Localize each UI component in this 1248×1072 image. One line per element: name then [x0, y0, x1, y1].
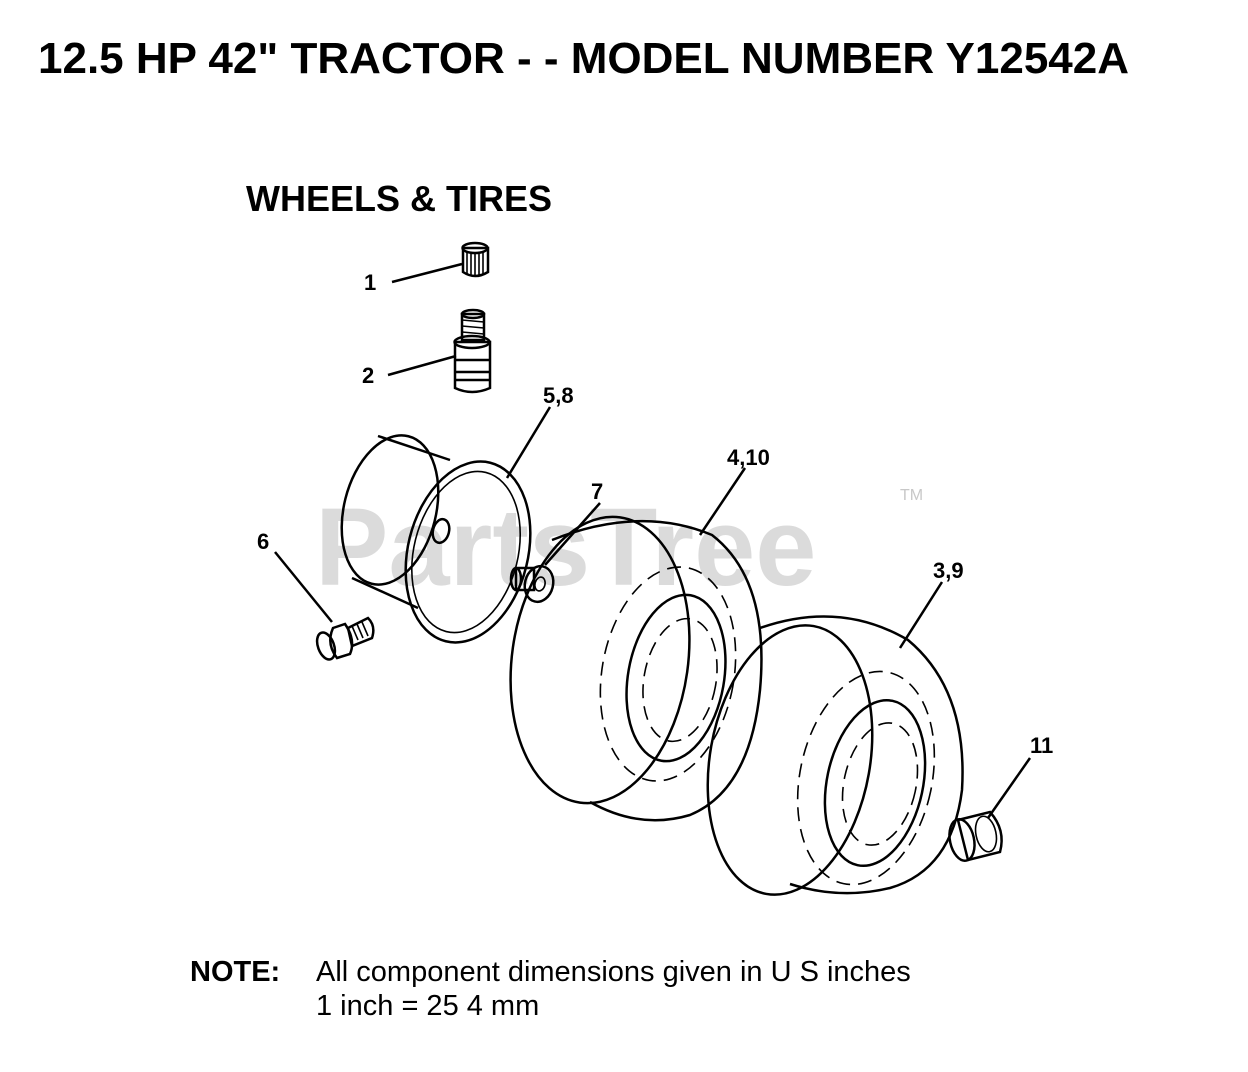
leader-6 [274, 551, 333, 623]
part-spacer[interactable] [509, 563, 557, 605]
note-label: NOTE: [190, 956, 281, 988]
watermark-text: PartsTree [315, 486, 816, 609]
watermark: PartsTree TM [315, 486, 923, 609]
note: NOTE: All component dimensions given in U… [190, 955, 911, 1023]
leader-5-8 [505, 406, 552, 479]
part-wheel-bolt[interactable] [314, 616, 375, 662]
note-text: All component dimensions given in U S in… [316, 955, 911, 1023]
note-line-2: 1 inch = 25 4 mm [316, 990, 540, 1022]
page-title: 12.5 HP 42" TRACTOR - - MODEL NUMBER Y12… [38, 34, 1130, 83]
part-front-tire[interactable] [493, 505, 763, 822]
leader-7 [544, 502, 601, 566]
part-hub-cap[interactable] [946, 810, 1003, 863]
part-valve-cap[interactable] [461, 241, 490, 278]
callout-1[interactable]: 1 [364, 270, 376, 295]
leader-1 [391, 262, 463, 284]
callout-7[interactable]: 7 [591, 479, 603, 504]
callout-4-10[interactable]: 4,10 [727, 445, 770, 470]
part-valve-stem[interactable] [453, 308, 492, 394]
callout-11[interactable]: 11 [1030, 733, 1053, 758]
part-wheel-rim[interactable] [327, 425, 548, 656]
part-rear-tire[interactable] [688, 612, 964, 908]
leader-3-9 [898, 581, 944, 649]
section-title: WHEELS & TIRES [246, 178, 553, 219]
callout-2[interactable]: 2 [362, 363, 374, 388]
leader-4-10 [698, 467, 747, 536]
callout-5-8[interactable]: 5,8 [543, 383, 574, 408]
leader-2 [387, 354, 457, 377]
callout-6[interactable]: 6 [257, 529, 269, 554]
leader-11 [986, 757, 1032, 819]
note-line-1: All component dimensions given in U S in… [316, 956, 911, 988]
callout-3-9[interactable]: 3,9 [933, 558, 964, 583]
watermark-tm: TM [900, 487, 923, 504]
